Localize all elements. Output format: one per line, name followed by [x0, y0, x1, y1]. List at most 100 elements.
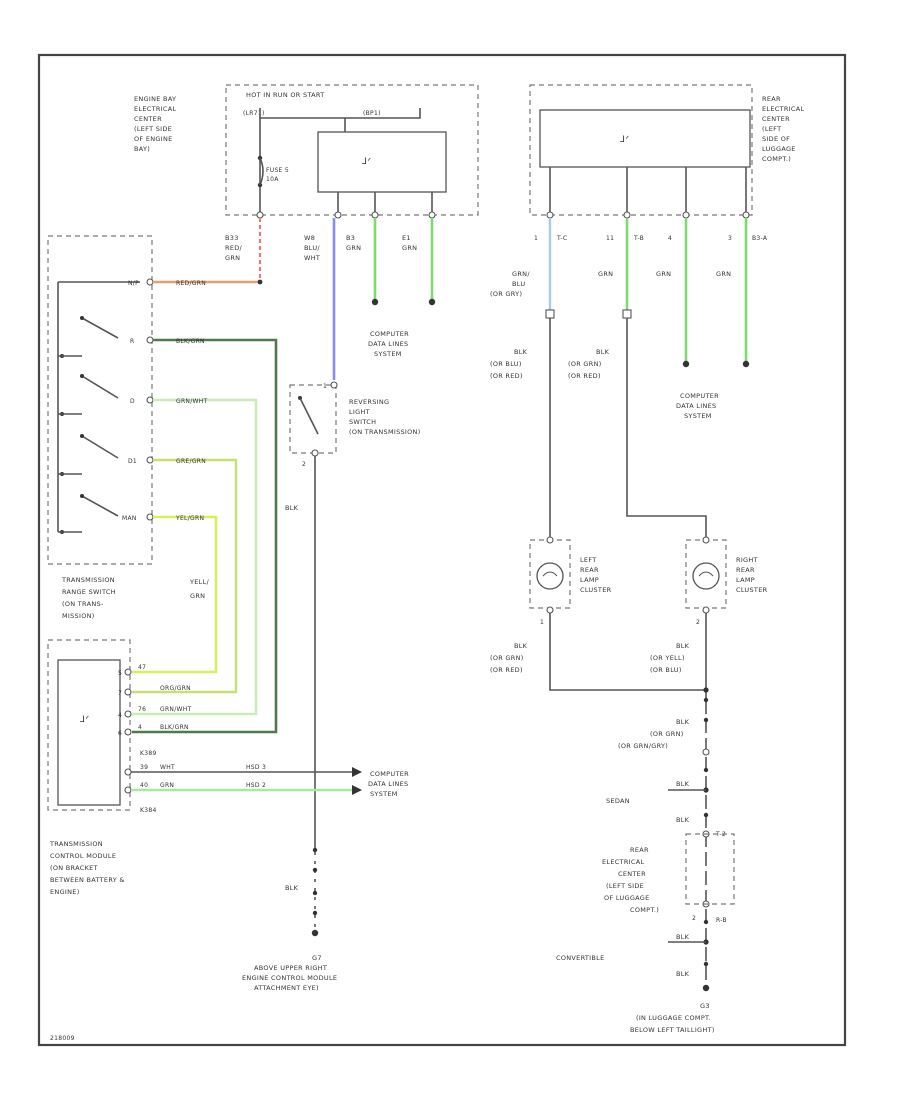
svg-text:(LEFT: (LEFT: [762, 125, 781, 133]
svg-text:(ON TRANSMISSION): (ON TRANSMISSION): [349, 428, 421, 436]
svg-text:K384: K384: [140, 807, 157, 814]
fuse-label-1: FUSE 5: [266, 167, 289, 174]
svg-text:2: 2: [302, 461, 306, 468]
svg-text:5: 5: [118, 670, 122, 677]
svg-text:B33: B33: [225, 234, 239, 242]
svg-text:ABOVE UPPER RIGHT: ABOVE UPPER RIGHT: [254, 964, 327, 972]
svg-text:W8: W8: [304, 234, 315, 242]
rear-center-pin-labels: 1 T-C 11 T-B 4 3 B3-A: [534, 235, 768, 242]
svg-text:2: 2: [692, 915, 696, 922]
svg-text:BLK: BLK: [596, 348, 610, 356]
svg-text:DATA LINES: DATA LINES: [676, 402, 716, 410]
svg-text:(OR RED): (OR RED): [568, 372, 601, 380]
ground-g7-label: G7 ABOVE UPPER RIGHT ENGINE CONTROL MODU…: [242, 954, 337, 992]
svg-text:T-C: T-C: [556, 235, 567, 242]
svg-text:GRN: GRN: [402, 244, 417, 252]
svg-text:R: R: [130, 338, 134, 345]
svg-text:(LEFT SIDE: (LEFT SIDE: [134, 125, 172, 133]
svg-text:BLU: BLU: [512, 280, 525, 288]
fuse-block-title: HOT IN RUN OR START: [246, 91, 325, 99]
blk-vert-label: BLK: [285, 504, 299, 512]
svg-text:ATTACHMENT EYE): ATTACHMENT EYE): [254, 984, 319, 992]
feed-right-label: (BP1): [363, 110, 381, 117]
svg-text:DATA LINES: DATA LINES: [368, 340, 408, 348]
svg-text:RIGHT: RIGHT: [736, 556, 758, 564]
svg-text:(OR YELL): (OR YELL): [650, 654, 685, 662]
svg-text:SYSTEM: SYSTEM: [374, 350, 402, 358]
svg-text:COMPUTER: COMPUTER: [680, 392, 719, 400]
transmission-control-module: ⅃ᐟ 5 7 4 6 47 ORG/GRN 76 GRN/WHT 4 BLK/G…: [47, 639, 192, 814]
svg-text:⅃ᐟ: ⅃ᐟ: [619, 135, 629, 145]
svg-text:REVERSING: REVERSING: [349, 398, 389, 406]
svg-text:ELECTRICAL: ELECTRICAL: [762, 105, 804, 113]
svg-text:BLK: BLK: [676, 718, 690, 726]
svg-text:(OR GRN/GRY): (OR GRN/GRY): [618, 742, 668, 750]
svg-text:BLK: BLK: [676, 780, 690, 788]
computer-data-label-3: COMPUTER DATA LINES SYSTEM: [676, 392, 719, 420]
svg-text:CONVERTIBLE: CONVERTIBLE: [556, 954, 605, 962]
svg-text:R-B: R-B: [716, 917, 727, 924]
svg-text:CENTER: CENTER: [618, 870, 646, 878]
svg-text:CLUSTER: CLUSTER: [736, 586, 768, 594]
svg-text:4: 4: [138, 724, 142, 731]
yel-grn-label: YEL/GRN: [175, 515, 204, 522]
svg-text:11: 11: [606, 235, 614, 242]
svg-text:LIGHT: LIGHT: [349, 408, 370, 416]
svg-text:HSD 3: HSD 3: [246, 764, 266, 771]
svg-text:(OR GRN): (OR GRN): [568, 360, 602, 368]
svg-text:COMPT.): COMPT.): [762, 155, 791, 163]
svg-text:1: 1: [540, 619, 544, 626]
reversing-switch: 1 2: [289, 381, 338, 468]
fuse-label-2: 10A: [266, 176, 279, 183]
svg-text:D: D: [130, 398, 135, 405]
svg-text:4: 4: [118, 712, 122, 719]
svg-text:WHT: WHT: [304, 254, 320, 262]
svg-text:HSD 2: HSD 2: [246, 782, 266, 789]
svg-text:⅃ᐟ: ⅃ᐟ: [79, 715, 89, 725]
svg-text:ENGINE CONTROL MODULE: ENGINE CONTROL MODULE: [242, 974, 337, 982]
svg-text:6: 6: [118, 730, 122, 737]
svg-text:G7: G7: [312, 954, 322, 962]
svg-text:RANGE SWITCH: RANGE SWITCH: [62, 588, 116, 596]
svg-text:N/P: N/P: [128, 280, 139, 287]
svg-text:GRN/WHT: GRN/WHT: [160, 706, 192, 713]
svg-text:GRN: GRN: [656, 270, 671, 278]
svg-text:ELECTRICAL: ELECTRICAL: [602, 858, 644, 866]
svg-text:BLK: BLK: [514, 348, 528, 356]
svg-text:(OR GRN): (OR GRN): [490, 654, 524, 662]
svg-text:YELL/: YELL/: [189, 578, 210, 586]
svg-text:BLK/GRN: BLK/GRN: [160, 724, 189, 731]
svg-text:SYSTEM: SYSTEM: [684, 412, 712, 420]
svg-text:BETWEEN BATTERY &: BETWEEN BATTERY &: [50, 876, 125, 884]
svg-text:COMPUTER: COMPUTER: [370, 330, 409, 338]
rear-center-label: REAR ELECTRICAL CENTER (LEFT SIDE OF LUG…: [762, 95, 804, 163]
svg-text:T-2: T-2: [715, 831, 726, 838]
svg-text:(OR GRY): (OR GRY): [490, 290, 522, 298]
range-switch-label: TRANSMISSION RANGE SWITCH (ON TRANS- MIS…: [61, 576, 116, 620]
svg-text:(OR BLU): (OR BLU): [490, 360, 522, 368]
right-lamp-label: RIGHT REAR LAMP CLUSTER: [736, 556, 768, 594]
left-rear-lamp-cluster: [529, 536, 571, 614]
svg-text:(OR RED): (OR RED): [490, 372, 523, 380]
svg-text:CENTER: CENTER: [134, 115, 162, 123]
svg-text:ELECTRICAL: ELECTRICAL: [134, 105, 176, 113]
svg-text:REAR: REAR: [580, 566, 599, 574]
svg-text:REAR: REAR: [736, 566, 755, 574]
rear-center-2-label: REAR ELECTRICAL CENTER (LEFT SIDE OF LUG…: [602, 846, 659, 914]
rear-electrical-center: ⅃ᐟ: [529, 84, 753, 219]
svg-text:GRN: GRN: [346, 244, 361, 252]
svg-text:LUGGAGE: LUGGAGE: [762, 145, 796, 153]
svg-text:COMPUTER: COMPUTER: [370, 770, 409, 778]
svg-text:40: 40: [140, 782, 148, 789]
svg-text:REAR: REAR: [630, 846, 649, 854]
svg-text:1: 1: [534, 235, 538, 242]
svg-text:TRANSMISSION: TRANSMISSION: [49, 840, 103, 848]
svg-text:ENGINE): ENGINE): [50, 888, 80, 896]
svg-text:(IN LUGGAGE COMPT.: (IN LUGGAGE COMPT.: [636, 1014, 711, 1022]
svg-text:GRN/: GRN/: [512, 270, 530, 278]
svg-text:BLK: BLK: [676, 933, 690, 941]
computer-data-label-2: COMPUTER DATA LINES SYSTEM: [368, 770, 409, 798]
svg-text:CENTER: CENTER: [762, 115, 790, 123]
diagram-frame: [37, 53, 847, 1047]
svg-text:SWITCH: SWITCH: [349, 418, 376, 426]
